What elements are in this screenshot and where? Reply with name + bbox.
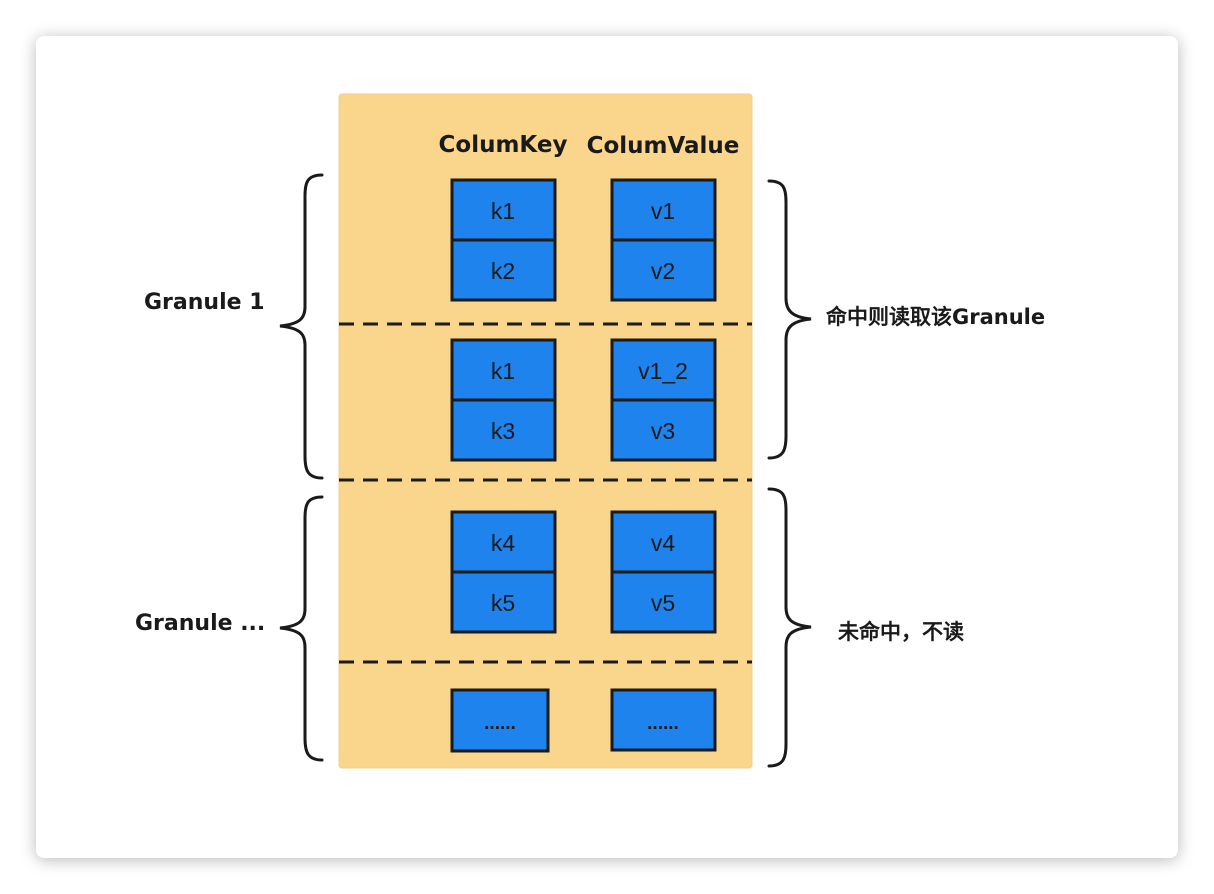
value-label: v1_2: [638, 358, 688, 384]
value-cell: [610, 570, 717, 634]
value-cell-more: [610, 688, 717, 752]
key-label: k5: [491, 590, 515, 616]
value-cell: [610, 338, 717, 402]
column-key-header: ColumKey: [439, 132, 568, 158]
key-cell-more: [450, 688, 550, 753]
value-cell: [610, 238, 717, 302]
mark-2: k1 k3 v1_2 v3: [450, 338, 717, 462]
key-label: k1: [491, 198, 515, 224]
value-cell: [610, 510, 717, 574]
miss-right-brace: [767, 487, 812, 768]
value-label: v3: [651, 418, 675, 444]
key-more-label: ......: [484, 713, 516, 734]
value-label: v5: [651, 590, 675, 616]
key-label: k1: [491, 358, 515, 384]
value-cell: [610, 398, 717, 462]
key-cell: [450, 570, 557, 634]
value-label: v4: [651, 530, 676, 556]
hit-right-brace: [767, 179, 812, 460]
value-more-label: ......: [647, 713, 679, 734]
key-cell: [450, 398, 557, 462]
column-value-header: ColumValue: [587, 133, 740, 159]
value-label: v1: [651, 198, 675, 224]
mark-more: ...... ......: [450, 688, 717, 753]
hit-note: 命中则读取该Granule: [826, 305, 1045, 329]
key-label: k2: [491, 258, 515, 284]
key-cell: [450, 238, 557, 302]
mark-1: k1 k2 v1 v2: [450, 178, 717, 302]
key-label: k4: [491, 530, 516, 556]
granule-2-left-brace: [279, 495, 324, 762]
key-label: k3: [491, 418, 515, 444]
mark-3: k4 k5 v4 v5: [450, 510, 717, 634]
miss-note: 未命中，不读: [838, 620, 964, 644]
value-cell: [610, 178, 717, 242]
key-cell: [450, 338, 557, 402]
granule-rest-label: Granule ...: [135, 611, 265, 636]
granule-1-label: Granule 1: [144, 290, 265, 315]
granule-1-left-brace: [279, 173, 324, 480]
value-label: v2: [651, 258, 675, 284]
